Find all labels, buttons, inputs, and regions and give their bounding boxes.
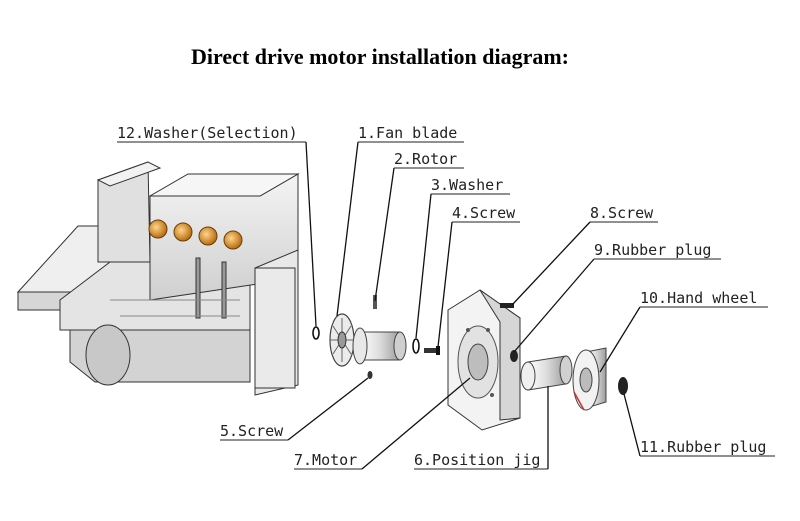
svg-text:8.Screw: 8.Screw xyxy=(590,204,654,222)
tension-knobs xyxy=(148,219,243,250)
hand-wheel xyxy=(572,347,607,411)
motor-housing xyxy=(447,289,521,431)
label-rubber-plug-11: 11.Rubber plug xyxy=(623,393,775,457)
svg-text:11.Rubber plug: 11.Rubber plug xyxy=(640,438,766,456)
svg-text:6.Position jig: 6.Position jig xyxy=(414,451,540,469)
svg-text:7.Motor: 7.Motor xyxy=(294,451,357,469)
overlock-machine xyxy=(16,161,300,396)
label-rotor: 2.Rotor xyxy=(374,150,464,302)
svg-text:1.Fan blade: 1.Fan blade xyxy=(358,124,457,142)
position-jig xyxy=(520,355,573,391)
label-motor: 7.Motor xyxy=(294,377,471,470)
svg-text:4.Screw: 4.Screw xyxy=(452,204,516,222)
washer-3 xyxy=(412,338,420,354)
svg-text:5.Screw: 5.Screw xyxy=(220,422,284,440)
rubber-plug-11 xyxy=(618,377,628,395)
rotor xyxy=(352,295,407,365)
label-washer-selection: 12.Washer(Selection) xyxy=(117,124,317,327)
screw-8 xyxy=(500,303,514,308)
diagram-title: Direct drive motor installation diagram: xyxy=(190,44,570,69)
label-washer: 3.Washer xyxy=(415,176,510,339)
label-screw-5: 5.Screw xyxy=(220,377,369,441)
label-screw-8: 8.Screw xyxy=(511,204,658,306)
svg-text:3.Washer: 3.Washer xyxy=(431,176,503,194)
screw-4 xyxy=(424,346,440,355)
screw-5 xyxy=(367,371,373,379)
label-rubber-plug-9: 9.Rubber plug xyxy=(513,241,721,353)
label-hand-wheel: 10.Hand wheel xyxy=(599,289,768,373)
label-fan-blade: 1.Fan blade xyxy=(336,124,464,317)
label-position-jig: 6.Position jig xyxy=(414,386,549,470)
label-screw-4: 4.Screw xyxy=(437,204,520,348)
svg-text:9.Rubber plug: 9.Rubber plug xyxy=(594,241,711,259)
svg-text:12.Washer(Selection): 12.Washer(Selection) xyxy=(117,124,298,142)
svg-text:2.Rotor: 2.Rotor xyxy=(394,150,457,168)
washer-12 xyxy=(312,326,320,340)
fan-blade xyxy=(329,313,355,367)
rubber-plug-9 xyxy=(510,350,518,362)
svg-text:10.Hand wheel: 10.Hand wheel xyxy=(640,289,757,307)
